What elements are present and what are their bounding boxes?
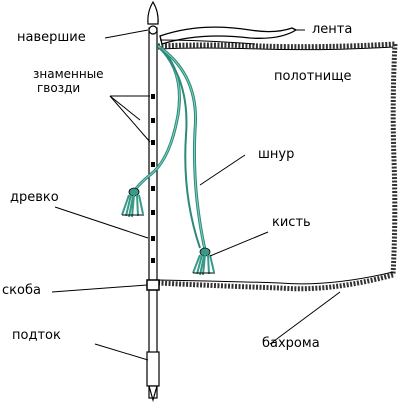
nail bbox=[151, 94, 155, 99]
label-znamennye-2: гвозди bbox=[37, 81, 81, 95]
fringe-top bbox=[157, 41, 396, 50]
nail bbox=[151, 236, 155, 241]
nail bbox=[151, 118, 155, 123]
fringe-right bbox=[390, 43, 398, 276]
tassel-right bbox=[192, 247, 215, 276]
leader-lines bbox=[51, 29, 341, 361]
label-bakhroma: бахрома bbox=[262, 336, 320, 351]
nail bbox=[151, 162, 155, 167]
cord bbox=[133, 44, 207, 251]
staff bbox=[146, 0, 160, 403]
flag-cloth bbox=[157, 41, 398, 292]
finial bbox=[147, 0, 159, 25]
fringe-bottom bbox=[157, 272, 394, 292]
nail bbox=[151, 210, 155, 215]
label-podtok: подток bbox=[12, 328, 61, 343]
nail bbox=[151, 186, 155, 191]
label-znamennye-1: знаменные bbox=[33, 67, 104, 81]
nail bbox=[151, 258, 155, 263]
label-polotnishe: полотнище bbox=[274, 69, 352, 84]
bracket bbox=[146, 279, 160, 291]
label-naverhie: навершие bbox=[17, 30, 86, 45]
ferrule bbox=[146, 351, 160, 387]
label-skoba: скоба bbox=[2, 283, 41, 298]
nail bbox=[151, 140, 155, 145]
ribbon bbox=[159, 26, 298, 45]
label-drevko: древко bbox=[10, 190, 59, 205]
label-shnur: шнур bbox=[258, 147, 295, 162]
label-kist: кисть bbox=[272, 215, 311, 230]
tassel-left bbox=[121, 187, 144, 218]
label-lenta: лента bbox=[312, 22, 353, 37]
